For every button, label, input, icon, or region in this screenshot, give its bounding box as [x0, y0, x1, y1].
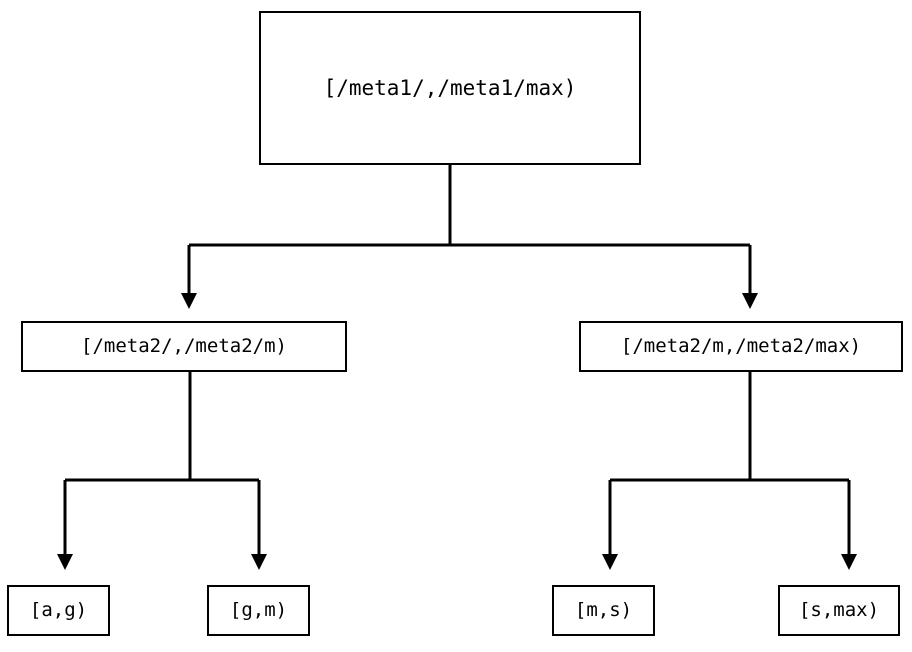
arrowhead-down-icon — [57, 554, 73, 570]
arrowhead-down-icon — [181, 293, 197, 309]
edge-root-to-level1 — [181, 165, 758, 309]
tree-node-leaf-s-max-label: [s,max) — [798, 599, 880, 621]
tree-node-right-label: [/meta2/m,/meta2/max) — [620, 335, 862, 357]
tree-node-leaf-a-g[interactable]: [a,g) — [7, 585, 110, 636]
tree-node-leaf-a-g-label: [a,g) — [29, 599, 88, 621]
tree-node-left[interactable]: [/meta2/,/meta2/m) — [21, 321, 347, 372]
arrowhead-down-icon — [841, 554, 857, 570]
tree-node-leaf-g-m-label: [g,m) — [229, 599, 288, 621]
tree-node-leaf-s-max[interactable]: [s,max) — [778, 585, 900, 636]
arrowhead-down-icon — [602, 554, 618, 570]
tree-node-root-label: [/meta1/,/meta1/max) — [323, 75, 577, 100]
tree-node-leaf-m-s[interactable]: [m,s) — [552, 585, 655, 636]
tree-node-right[interactable]: [/meta2/m,/meta2/max) — [579, 321, 903, 372]
tree-node-left-label: [/meta2/,/meta2/m) — [81, 335, 287, 357]
tree-node-leaf-m-s-label: [m,s) — [574, 599, 633, 621]
edge-left-to-leaves — [57, 372, 267, 570]
arrowhead-down-icon — [251, 554, 267, 570]
arrowhead-down-icon — [742, 293, 758, 309]
tree-node-root[interactable]: [/meta1/,/meta1/max) — [259, 11, 641, 165]
tree-node-leaf-g-m[interactable]: [g,m) — [207, 585, 310, 636]
edge-right-to-leaves — [602, 372, 857, 570]
